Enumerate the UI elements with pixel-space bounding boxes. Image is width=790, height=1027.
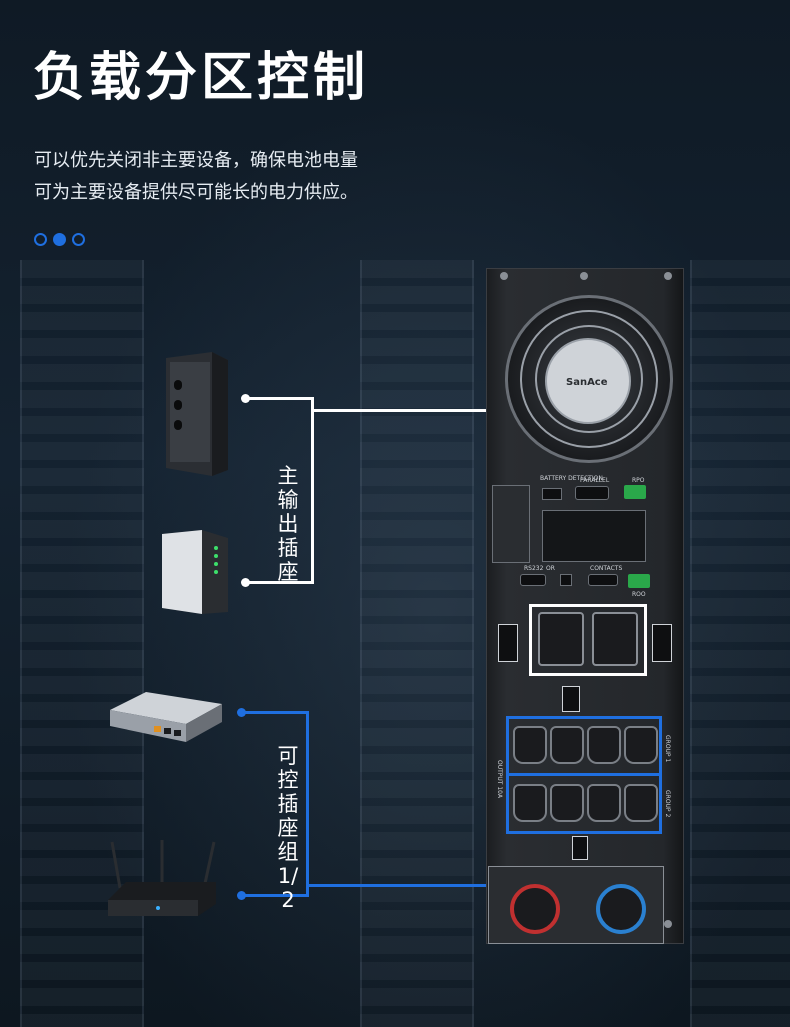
connector-line: [245, 397, 313, 400]
page-title: 负载分区控制: [33, 48, 370, 108]
group1-outlet: [624, 726, 658, 764]
group2-outlet: [550, 784, 584, 822]
description-line-1: 可以优先关闭非主要设备，确保电池电量: [34, 150, 358, 171]
group1-outlet: [587, 726, 621, 764]
page-dot-active[interactable]: [53, 233, 66, 246]
network-switch-icon: [106, 688, 226, 746]
cable-gland: [596, 884, 646, 934]
cable-gland: [510, 884, 560, 934]
contacts-port: [588, 574, 618, 586]
main-outlet-label: 主输出插座: [277, 464, 299, 584]
description-line-2: 可为主要设备提供尽可能长的电力供应。: [34, 182, 358, 203]
group-divider: [506, 773, 662, 776]
parallel-label: PARALLEL: [580, 477, 610, 484]
connector-line: [245, 581, 313, 584]
page-dot[interactable]: [34, 233, 47, 246]
connector-line: [311, 397, 314, 584]
connector-line: [306, 711, 309, 894]
fan-brand: SanAce: [566, 377, 608, 388]
pagination-dots: [34, 233, 85, 246]
battery-connector: [492, 485, 530, 563]
group2-label: GROUP 2: [664, 790, 671, 818]
connector-line: [311, 409, 621, 412]
or-label: OR: [546, 565, 555, 572]
breaker: [562, 686, 580, 712]
connector-line: [241, 711, 309, 714]
roo-terminal: [628, 574, 650, 588]
screw: [664, 920, 672, 928]
output-label: OUTPUT 10A: [496, 760, 503, 799]
screw: [580, 272, 588, 280]
card-slot: [542, 510, 646, 562]
rack-bg: [360, 260, 474, 1027]
screw: [664, 272, 672, 280]
rpo-terminal: [624, 485, 646, 499]
group2-outlet: [587, 784, 621, 822]
group1-label: GROUP 1: [664, 735, 671, 763]
breaker: [572, 836, 588, 860]
rs232-port: [520, 574, 546, 586]
tower-server-icon: [160, 350, 230, 476]
group1-outlet: [550, 726, 584, 764]
controllable-group-label: 可控插座组1/2: [277, 744, 299, 912]
router-icon: [106, 838, 218, 918]
main-outlet-highlight: [529, 604, 647, 676]
main-outlet: [592, 612, 638, 666]
group2-outlet: [513, 784, 547, 822]
breaker: [498, 624, 518, 662]
contacts-label: CONTACTS: [590, 565, 623, 572]
breaker: [652, 624, 672, 662]
fan-guard: [520, 310, 658, 448]
screw: [500, 272, 508, 280]
battery-detection-port: [542, 488, 562, 500]
connector-line: [241, 894, 309, 897]
group1-outlet: [513, 726, 547, 764]
connector-line: [306, 884, 584, 887]
main-outlet: [538, 612, 584, 666]
rs232-label: RS232: [524, 565, 544, 572]
nas-icon: [158, 528, 230, 614]
battery-detection-label: BATTERY DETECTION: [540, 475, 603, 482]
group2-outlet: [624, 784, 658, 822]
rack-bg: [690, 260, 790, 1027]
parallel-port: [575, 486, 609, 500]
fan-hub: [545, 338, 631, 424]
roo-label: ROO: [632, 591, 646, 598]
page-dot[interactable]: [72, 233, 85, 246]
usb-port: [560, 574, 572, 586]
rpo-label: RPO: [632, 477, 645, 484]
fan-guard: [535, 325, 643, 433]
